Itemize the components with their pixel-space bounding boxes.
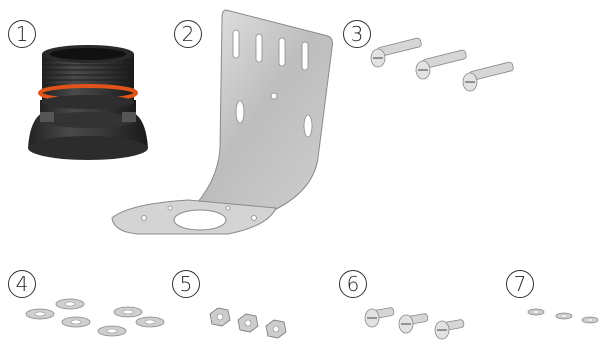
part-number-label-7: 7 <box>506 270 534 298</box>
lock-washers-image <box>526 306 602 328</box>
mounting-bracket-image <box>108 8 338 240</box>
long-slotted-screws-image <box>368 42 518 102</box>
part-number-label-3: 3 <box>343 20 371 48</box>
part-number-label-5: 5 <box>172 270 200 298</box>
flat-washers-image <box>22 296 167 342</box>
short-slotted-screws-image <box>362 306 472 342</box>
hex-nuts-image <box>206 306 296 342</box>
part-number-label-4: 4 <box>8 270 36 298</box>
part-number-label-6: 6 <box>339 270 367 298</box>
